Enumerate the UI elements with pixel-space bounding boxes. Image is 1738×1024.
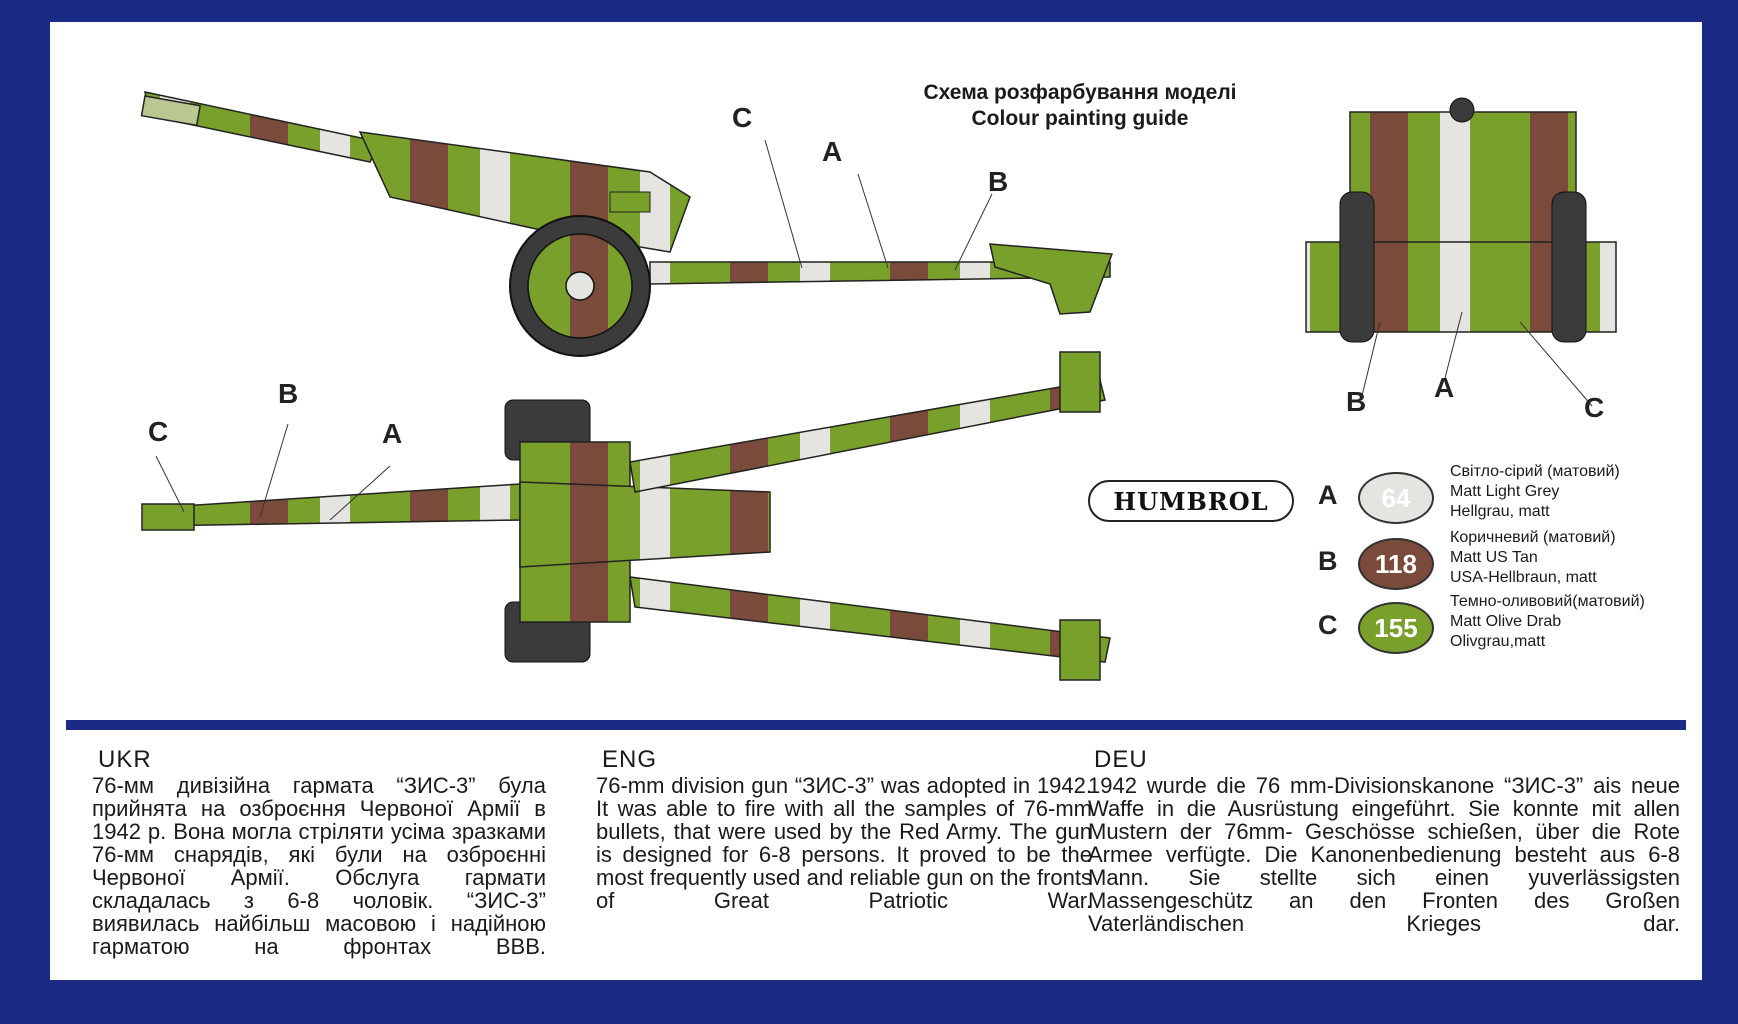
paint-names: Коричневий (матовий) Matt US Tan USA-Hel…	[1450, 528, 1616, 588]
text-eng: ENG 76-mm division gun “ЗИС-3” was adopt…	[596, 746, 1092, 912]
text-deu: DEU 1942 wurde die 76 mm-Divisionskanone…	[1088, 746, 1680, 935]
paint-swatch-118: 118	[1358, 538, 1434, 590]
lang-code-eng: ENG	[602, 746, 658, 773]
callout-front-c: C	[1584, 392, 1605, 423]
callout-top-c: C	[148, 416, 169, 447]
callout-front-b: B	[1346, 386, 1367, 417]
paint-name-deu: USA-Hellbraun, matt	[1450, 569, 1597, 586]
callout-side-b: B	[988, 166, 1009, 197]
paint-name-eng: Matt US Tan	[1450, 549, 1538, 566]
paint-name-ukr: Темно-оливовий(матовий)	[1450, 593, 1645, 610]
legend-row-a: A 64 Світло-сірий (матовий) Matt Light G…	[1318, 463, 1698, 528]
legend-row-b: B 118 Коричневий (матовий) Matt US Tan U…	[1318, 529, 1698, 594]
paint-name-eng: Matt Light Grey	[1450, 483, 1560, 500]
legend-letter: C	[1318, 610, 1338, 640]
callout-side-a: A	[822, 136, 843, 167]
legend-letter: A	[1318, 480, 1338, 510]
humbrol-logo: HUMBROL	[1088, 480, 1294, 522]
legend-row-c: C 155 Темно-оливовий(матовий) Matt Olive…	[1318, 593, 1698, 658]
side-view-gun	[140, 91, 1114, 357]
callout-front-a: A	[1434, 372, 1455, 403]
lang-code-deu: DEU	[1094, 746, 1148, 773]
gun-illustrations	[140, 91, 1617, 681]
guide-title-ukr: Схема розфарбування моделі	[923, 81, 1237, 104]
paint-names: Світло-сірий (матовий) Matt Light Grey H…	[1450, 462, 1620, 522]
callout-top-a: A	[382, 418, 403, 449]
lang-code-ukr: UKR	[98, 746, 152, 773]
paint-name-deu: Hellgrau, matt	[1450, 503, 1550, 520]
section-divider	[66, 720, 1686, 730]
paint-name-eng: Matt Olive Drab	[1450, 613, 1562, 630]
top-view-gun	[141, 351, 1111, 681]
paint-name-ukr: Коричневий (матовий)	[1450, 529, 1616, 546]
paint-names: Темно-оливовий(матовий) Matt Olive Drab …	[1450, 592, 1645, 652]
callout-side-c: C	[732, 102, 753, 133]
front-view-gun	[1305, 97, 1617, 407]
paint-swatch-155: 155	[1358, 602, 1434, 654]
callout-top-b: B	[278, 378, 299, 409]
paint-name-deu: Olivgrau,matt	[1450, 633, 1546, 650]
legend-letter: B	[1318, 546, 1338, 576]
paint-swatch-64: 64	[1358, 472, 1434, 524]
description-ukr: 76-мм дивізійна гармата “ЗИС-3” була при…	[92, 773, 546, 959]
description-eng: 76-mm division gun “ЗИС-3” was adopted i…	[596, 773, 1092, 913]
description-deu: 1942 wurde die 76 mm-Divisionskanone “ЗИ…	[1088, 773, 1680, 936]
paint-name-ukr: Світло-сірий (матовий)	[1450, 463, 1620, 480]
instruction-sheet: Схема розфарбування моделі Colour painti…	[50, 22, 1702, 980]
text-ukr: UKR 76-мм дивізійна гармата “ЗИС-3” була…	[92, 746, 546, 958]
guide-title-eng: Colour painting guide	[971, 107, 1189, 130]
